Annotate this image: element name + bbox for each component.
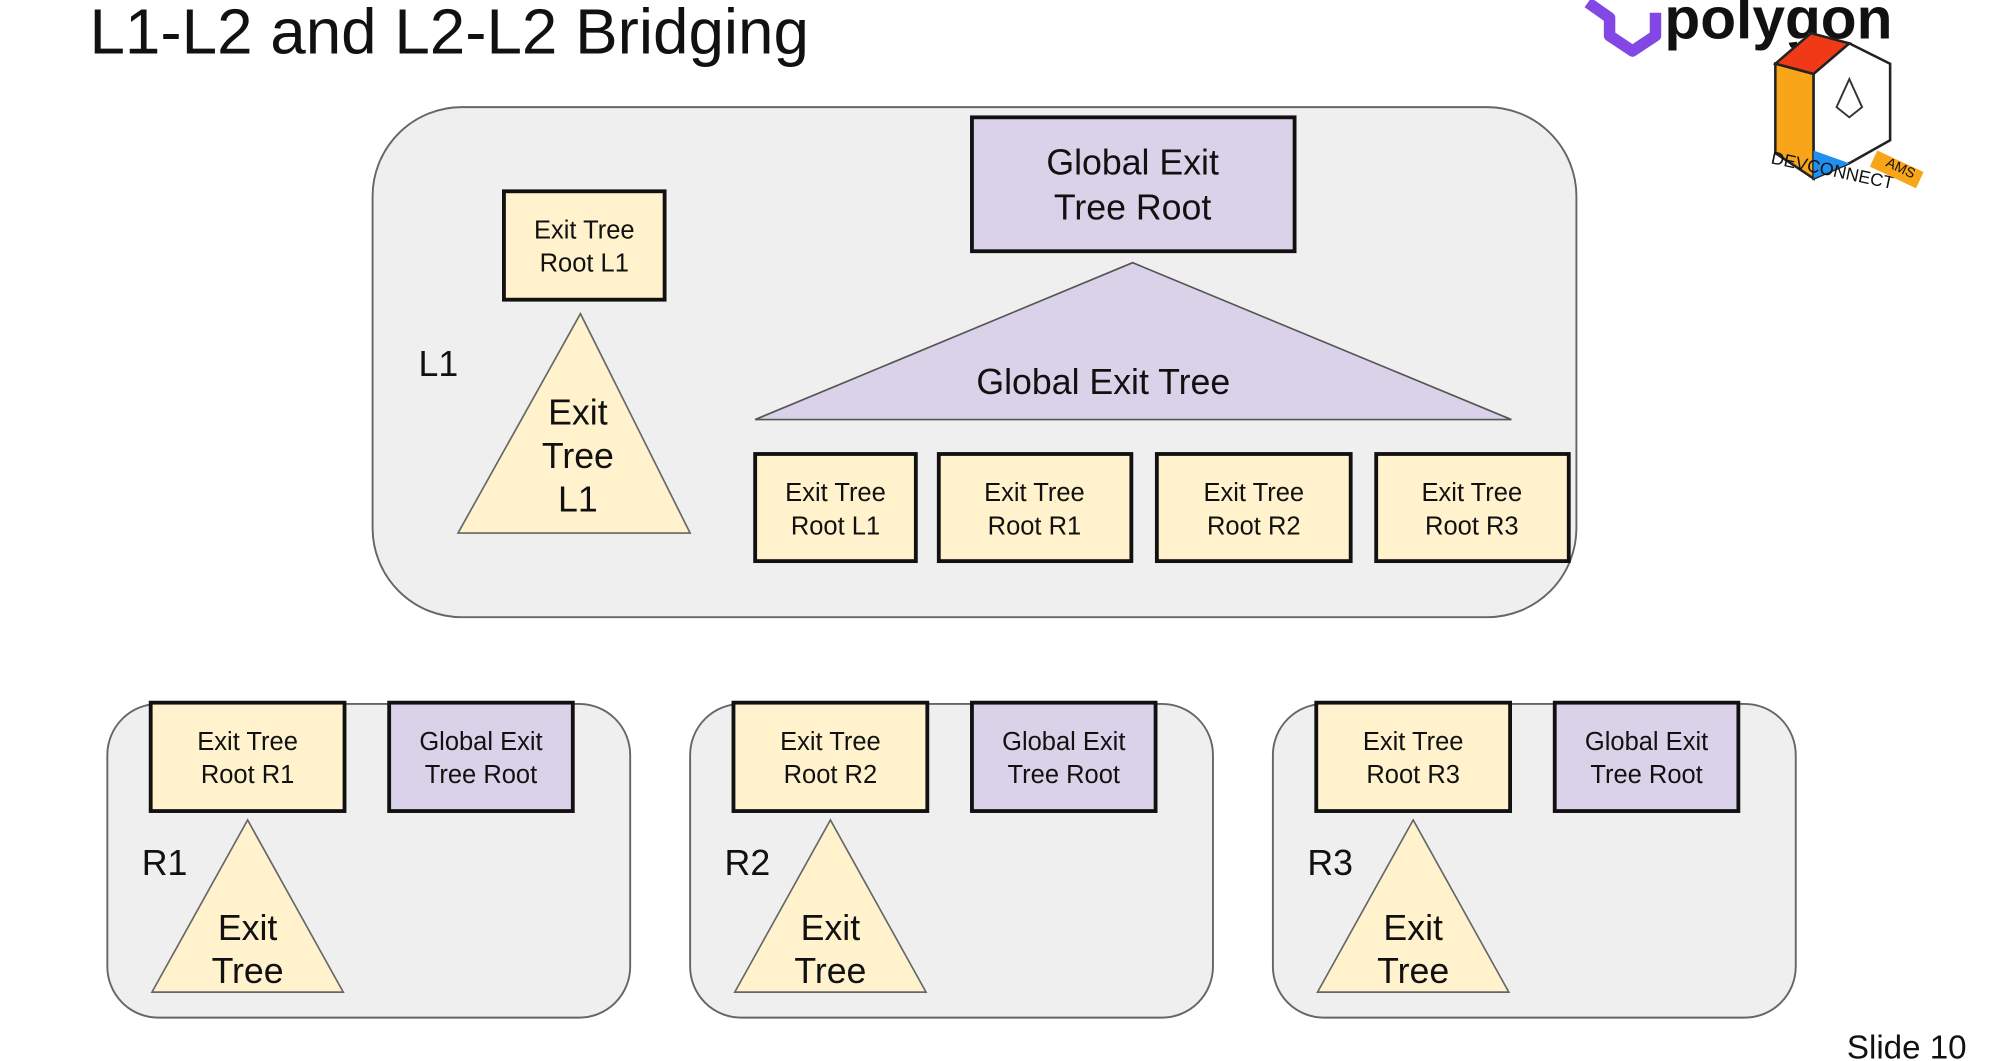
box-label: Tree	[212, 951, 284, 991]
rollup-panel-r1: Exit Tree Root R1 Global Exit Tree Root …	[106, 700, 632, 1019]
l1-exit-tree-root: Exit Tree Root L1	[502, 189, 667, 302]
box-label: Tree Root	[1008, 761, 1120, 789]
l1-panel: L1 Exit Tree Root L1 Exit Tree L1 Global…	[371, 106, 1578, 619]
box-label: L1	[558, 479, 598, 519]
global-exit-tree-leaf: Exit Tree Root R3	[1374, 452, 1571, 564]
box-label: Tree	[794, 951, 866, 991]
rollup-label: R1	[142, 843, 188, 883]
rollup-label: R2	[725, 843, 771, 883]
l1-label: L1	[418, 344, 458, 384]
box-label: Global Exit	[1002, 728, 1125, 756]
box-label: Exit Tree	[780, 728, 881, 756]
polygon-logo: polygon	[1584, 0, 1892, 57]
box-label: Exit Tree	[534, 216, 635, 244]
box-label: Exit Tree	[1203, 479, 1304, 507]
global-exit-tree: Global Exit Tree	[754, 261, 1512, 421]
box-label: Root L1	[540, 250, 629, 278]
global-exit-tree-leaf: Exit Tree Root R1	[936, 452, 1134, 564]
devconnect-logo: DEVCONNECT AMS	[1769, 31, 1924, 193]
box-label: Root R3	[1366, 761, 1460, 789]
box-label: Root R1	[988, 512, 1082, 540]
box-label: Global Exit Tree	[976, 362, 1230, 402]
box-label: Root R1	[201, 761, 295, 789]
box-label: Root R2	[1207, 512, 1301, 540]
rollup-label: R3	[1307, 843, 1353, 883]
box-label: Tree	[542, 436, 614, 476]
rollup-panel-r3: Exit Tree Root R3 Global Exit Tree Root …	[1271, 700, 1797, 1019]
box-label: Global Exit	[1046, 143, 1219, 183]
box-label: Exit	[218, 908, 278, 948]
box-label: Root R3	[1425, 512, 1519, 540]
box-label: Exit	[801, 908, 861, 948]
global-exit-tree-leaf: Exit Tree Root R2	[1154, 452, 1353, 564]
box-label: Tree Root	[1590, 761, 1702, 789]
global-exit-tree-leaf: Exit Tree Root L1	[753, 452, 918, 564]
box-label: Root R2	[784, 761, 878, 789]
global-exit-tree-root: Global Exit Tree Root	[970, 115, 1297, 254]
box-label: Root L1	[791, 512, 880, 540]
box-label: Exit Tree	[1422, 479, 1523, 507]
box-label: Exit Tree	[785, 479, 886, 507]
box-label: Global Exit	[1585, 728, 1708, 756]
slide-number: Slide 10	[1847, 1029, 1967, 1061]
l1-exit-tree: Exit Tree L1	[456, 311, 692, 534]
slide-title: L1-L2 and L2-L2 Bridging	[89, 0, 809, 68]
box-label: Tree Root	[1054, 187, 1211, 227]
box-label: Exit	[548, 393, 608, 433]
rollup-panel-r2: Exit Tree Root R2 Global Exit Tree Root …	[689, 700, 1214, 1019]
box-label: Exit	[1383, 908, 1443, 948]
box-label: Global Exit	[419, 728, 542, 756]
box-label: Exit Tree	[984, 479, 1085, 507]
polygon-wordmark: polygon	[1664, 0, 1892, 51]
box-label: Exit Tree	[197, 728, 298, 756]
box-label: Tree	[1377, 951, 1449, 991]
box-label: Exit Tree	[1363, 728, 1464, 756]
box-label: Tree Root	[425, 761, 537, 789]
